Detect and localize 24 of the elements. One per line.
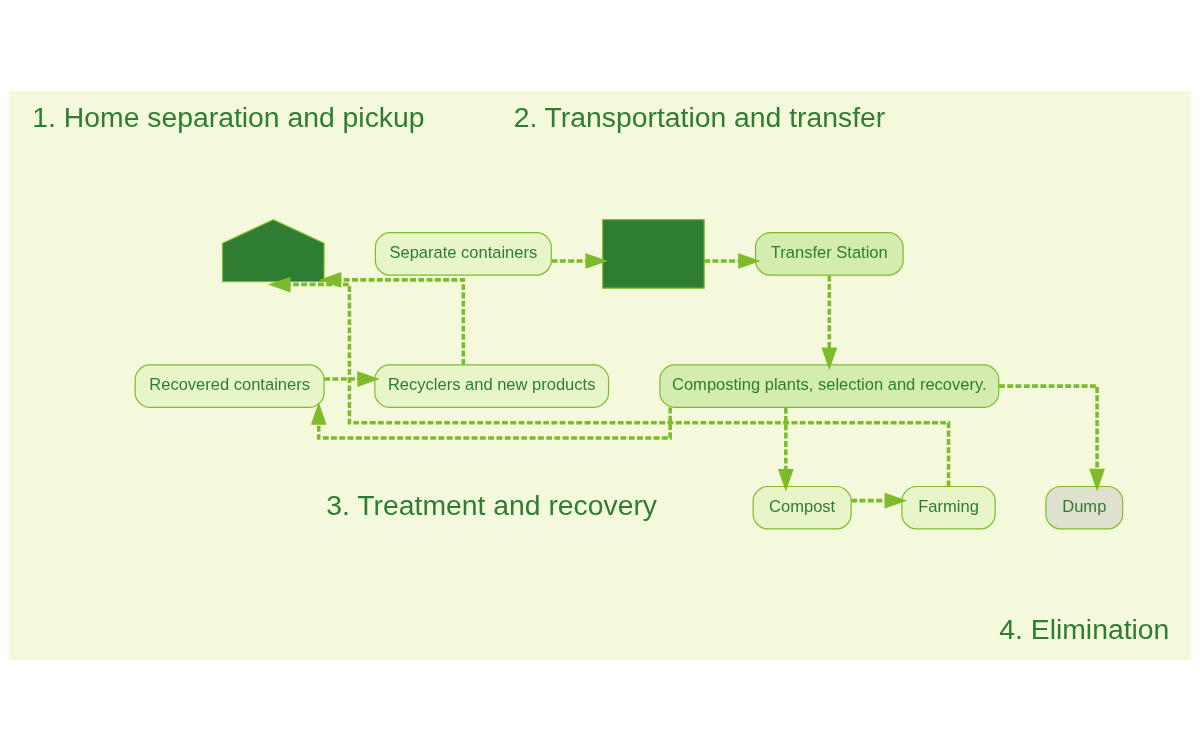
arrow (998, 384, 1105, 492)
node-box: Composting plants, selection and recovery. (659, 364, 1000, 408)
arrow (324, 371, 380, 387)
label: 1. Home separation and pickup (32, 100, 425, 133)
node-box: Recyclers and new products (374, 364, 610, 408)
arrow (551, 253, 608, 269)
arrow (777, 407, 794, 492)
label: 3. Treatment and recovery (326, 489, 658, 522)
node-box: Compost (752, 485, 852, 530)
node-box (602, 219, 705, 289)
arrow (704, 253, 761, 269)
arrow (318, 272, 466, 365)
node-box: Transfer Station (754, 232, 904, 276)
node-house (221, 219, 325, 283)
node-box: Farming (901, 485, 996, 530)
arrow (268, 276, 951, 487)
arrow (851, 492, 908, 509)
node-box: Separate containers (374, 232, 552, 276)
node-box: Dump (1045, 485, 1124, 530)
label: 2. Transportation and transfer (513, 100, 886, 133)
node-box: Recovered containers (134, 364, 325, 408)
arrow (310, 402, 672, 440)
label: 4. Elimination (999, 612, 1170, 645)
arrow (821, 275, 838, 371)
